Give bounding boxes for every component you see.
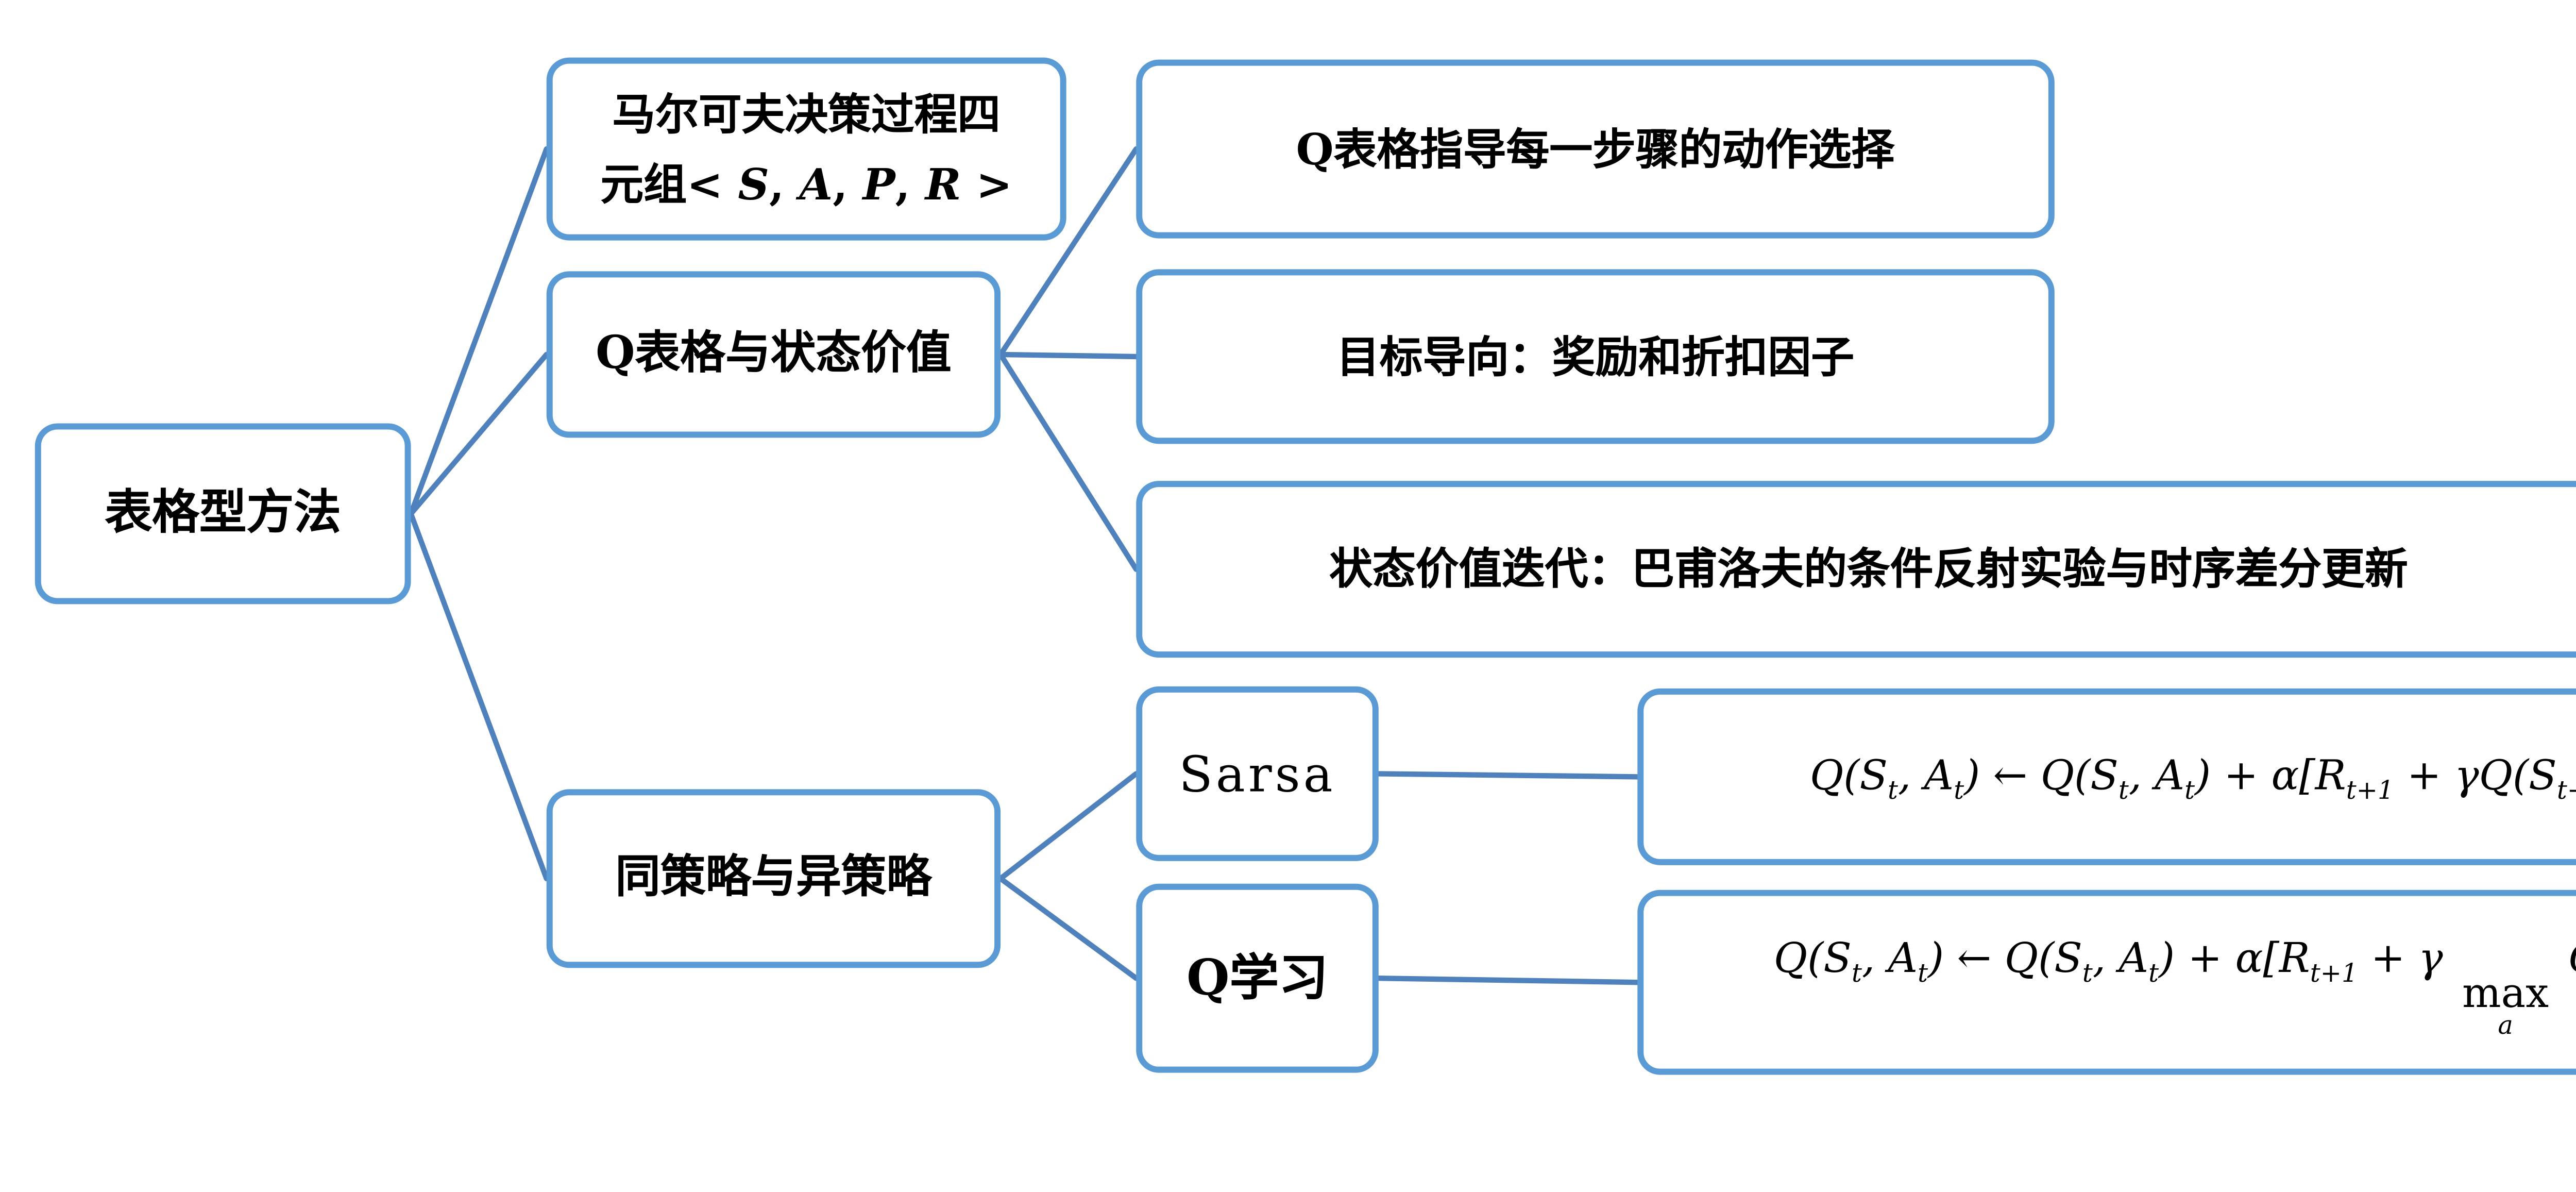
node-label: 目标导向：奖励和折扣因子	[1336, 330, 1854, 382]
node-sarsa: Sarsa	[1136, 686, 1379, 861]
node-state-value-iteration: 状态价值迭代：巴甫洛夫的条件反射实验与时序差分更新	[1136, 481, 2576, 658]
node-goal-oriented: 目标导向：奖励和折扣因子	[1136, 269, 2055, 444]
node-label: Sarsa	[1179, 745, 1336, 803]
node-label: Q学习	[1187, 947, 1328, 1008]
node-q-table-guides-actions: Q表格指导每一步骤的动作选择	[1136, 59, 2055, 239]
node-label: Q表格与状态价值	[596, 327, 952, 380]
node-label: Q表格指导每一步骤的动作选择	[1296, 123, 1895, 174]
node-on-policy-off-policy: 同策略与异策略	[546, 789, 1001, 968]
node-label: 表格型方法	[105, 484, 341, 540]
node-root: 表格型方法	[35, 423, 411, 605]
node-sarsa-update-formula: Q(St, At) ← Q(St, At) + α[Rt+1 + γQ(St+1…	[1637, 688, 2576, 865]
node-mdp-tuple: 马尔可夫决策过程四元组< S, A, P, R >	[546, 57, 1066, 241]
node-q-table-state-value: Q表格与状态价值	[546, 271, 1001, 438]
node-label: 同策略与异策略	[615, 850, 932, 904]
node-q-learning: Q学习	[1136, 883, 1379, 1073]
node-label: 状态价值迭代：巴甫洛夫的条件反射实验与时序差分更新	[1329, 543, 2408, 595]
node-label: 马尔可夫决策过程四元组< S, A, P, R >	[600, 88, 1012, 209]
formula-text: Q(St, At) ← Q(St, At) + α[Rt+1 + γQ(St+1…	[1809, 749, 2576, 805]
